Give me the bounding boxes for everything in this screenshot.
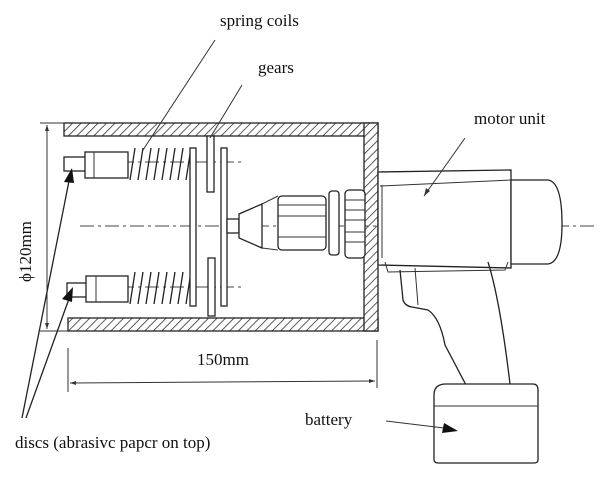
label-spring-coils: spring coils bbox=[220, 11, 299, 30]
upper-disc-holder bbox=[84, 151, 129, 179]
lower-disc-assembly bbox=[66, 271, 192, 305]
label-length: 150mm bbox=[197, 350, 249, 369]
disc-arrow-upper bbox=[64, 168, 74, 183]
gear-upper-small bbox=[206, 135, 215, 193]
label-diameter: ϕ120mm bbox=[16, 221, 35, 282]
battery-pack bbox=[433, 383, 539, 464]
disc-arrow-lower bbox=[62, 287, 73, 302]
chuck-body bbox=[277, 195, 327, 251]
gears bbox=[189, 135, 240, 317]
lower-disc-holder bbox=[85, 275, 129, 303]
handle-grip bbox=[399, 269, 467, 386]
chuck-collar bbox=[344, 189, 366, 259]
motor-body bbox=[377, 169, 512, 269]
housing-bottom-wall bbox=[67, 317, 379, 332]
leader-lines bbox=[21, 39, 466, 433]
battery-leader bbox=[385, 420, 445, 429]
length-dimension bbox=[67, 340, 378, 392]
disc-leader-lower bbox=[25, 295, 71, 419]
motor-unit-leader bbox=[423, 137, 466, 197]
chuck-ring bbox=[328, 190, 340, 256]
spring-coils-leader bbox=[142, 39, 216, 151]
housing bbox=[63, 122, 379, 332]
upper-disc-assembly bbox=[63, 147, 192, 181]
drive-shaft bbox=[226, 218, 240, 234]
upper-spring-coil bbox=[129, 147, 192, 181]
gear-lower-small bbox=[207, 257, 216, 317]
gear-plate-front bbox=[220, 147, 228, 307]
label-motor-unit: motor unit bbox=[474, 109, 546, 128]
chuck-nose bbox=[238, 203, 263, 249]
motor-rear-cap bbox=[510, 179, 563, 265]
handle bbox=[399, 261, 511, 386]
housing-top-wall bbox=[63, 122, 379, 137]
gears-leader bbox=[209, 84, 243, 139]
label-battery: battery bbox=[305, 410, 353, 429]
diameter-dimension bbox=[40, 122, 68, 332]
housing-right-wall bbox=[363, 122, 379, 332]
lower-spring-coil bbox=[129, 271, 192, 305]
gear-plate-back bbox=[189, 147, 197, 307]
motor-unit bbox=[377, 169, 563, 273]
disc-leader-upper bbox=[21, 175, 71, 419]
drill-chuck bbox=[238, 189, 366, 259]
battery bbox=[433, 383, 539, 464]
battery-arrow bbox=[442, 423, 458, 433]
label-gears: gears bbox=[258, 58, 294, 77]
label-discs: discs (abrasivc papcr on top) bbox=[15, 433, 210, 452]
